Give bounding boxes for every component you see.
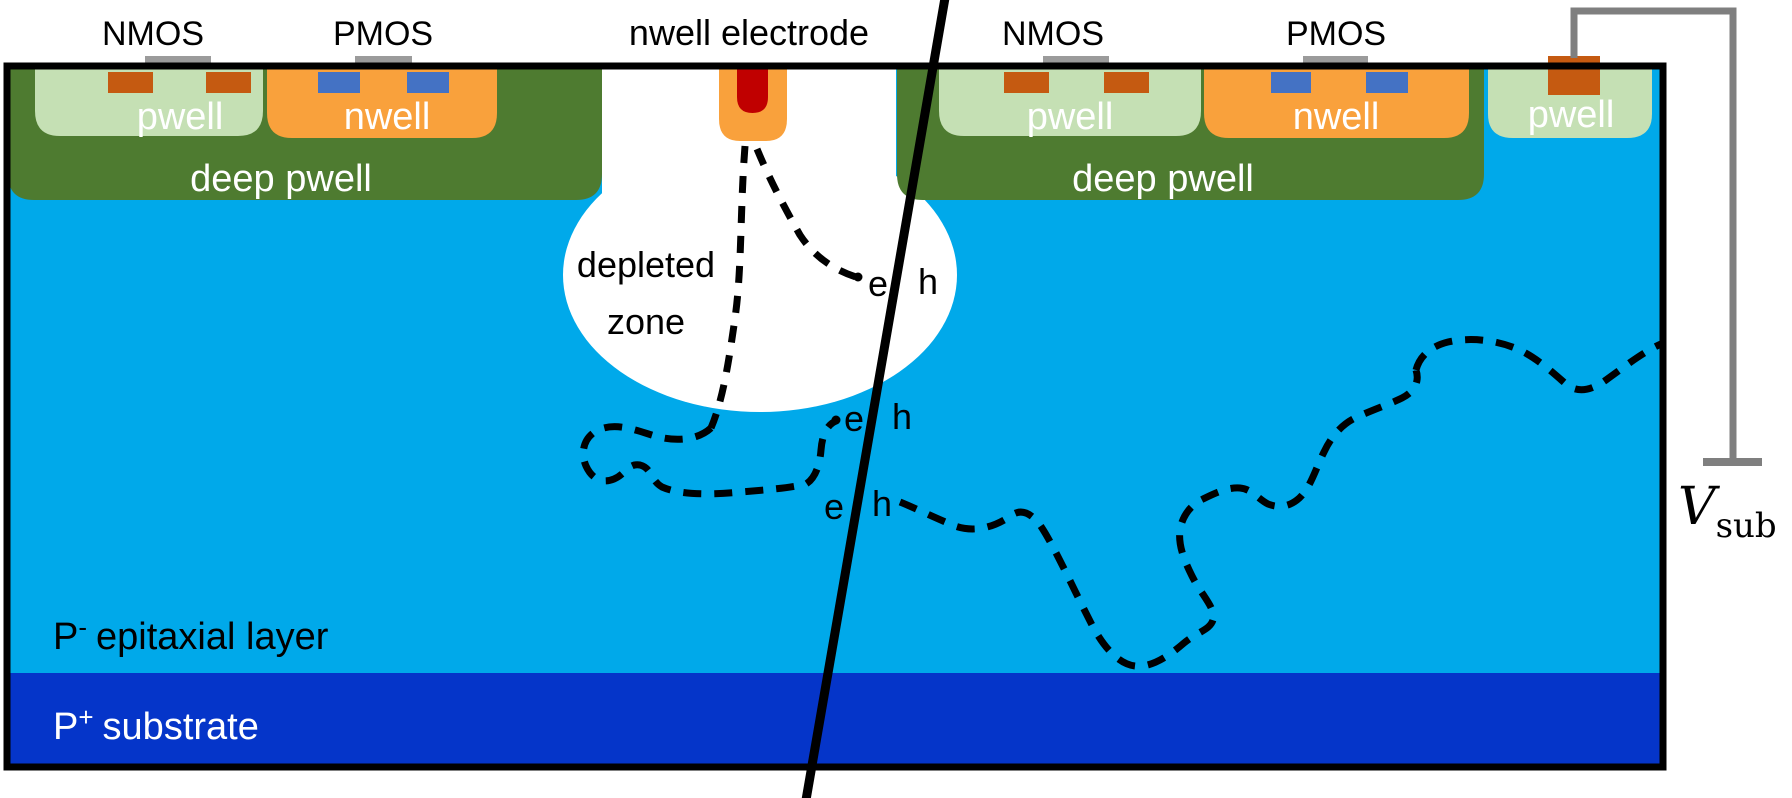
electrode-contact bbox=[737, 66, 768, 113]
pmos-gate bbox=[1303, 56, 1368, 66]
substrate-contact-implant bbox=[1548, 56, 1600, 95]
depleted-zone bbox=[563, 138, 957, 412]
pmos-label: PMOS bbox=[333, 15, 433, 53]
nmos-label: NMOS bbox=[1002, 15, 1104, 53]
hole-label: h bbox=[892, 396, 912, 437]
pmos-label: PMOS bbox=[1286, 15, 1386, 53]
hole-label: h bbox=[918, 261, 938, 302]
electron-label: e bbox=[824, 486, 844, 527]
epitaxial-rest: epitaxial layer bbox=[96, 616, 329, 658]
pmos-implant bbox=[1366, 72, 1408, 93]
pwell-label: pwell bbox=[1027, 96, 1114, 138]
vsub-subscript: sub bbox=[1716, 506, 1777, 546]
epitaxial-base: P bbox=[53, 616, 78, 658]
pwell-label: pwell bbox=[1528, 94, 1615, 136]
hole-label: h bbox=[872, 483, 892, 524]
pmos-implant bbox=[407, 72, 449, 93]
substrate-bias-wire bbox=[1570, 7, 1737, 460]
pwell-label: pwell bbox=[137, 96, 224, 138]
vsub-symbol: V bbox=[1678, 477, 1720, 537]
nwell-label: nwell bbox=[1293, 96, 1380, 138]
pmos-implant bbox=[318, 72, 360, 93]
nwell-label: nwell bbox=[344, 96, 431, 138]
particle-track bbox=[801, 0, 950, 798]
charge-dot bbox=[831, 415, 841, 425]
substrate-label: P+ substrate bbox=[53, 702, 259, 748]
hole-diffusion-path bbox=[898, 336, 1663, 670]
substrate-base: P bbox=[53, 706, 78, 748]
electron-label: e bbox=[868, 263, 888, 304]
electron-drift-path bbox=[753, 147, 858, 281]
deep-pwell-label: deep pwell bbox=[1072, 158, 1254, 200]
nmos-gate bbox=[1043, 56, 1109, 66]
nwell-electrode-label: nwell electrode bbox=[629, 12, 869, 53]
depleted-zone-label-line2: zone bbox=[607, 301, 685, 342]
nmos-implant bbox=[108, 72, 153, 93]
nmos-implant bbox=[1004, 72, 1049, 93]
epitaxial-superscript: - bbox=[78, 612, 87, 642]
nmos-label: NMOS bbox=[102, 15, 204, 53]
pwell-substrate-contact bbox=[1488, 66, 1652, 138]
electron-drift-path bbox=[707, 145, 749, 430]
nmos-implant bbox=[1104, 72, 1149, 93]
epitaxial-layer-label: P-epitaxial layer bbox=[53, 612, 329, 658]
nmos-implant bbox=[206, 72, 251, 93]
substrate-rest: substrate bbox=[103, 706, 259, 748]
device-outline bbox=[3, 62, 1667, 771]
charge-dot bbox=[853, 272, 863, 282]
depleted-zone-label-line1: depleted bbox=[577, 244, 715, 285]
substrate-layer bbox=[8, 673, 1660, 767]
nmos-gate bbox=[145, 56, 211, 66]
vsub-label: Vsub bbox=[1678, 477, 1777, 546]
pmos-implant bbox=[1271, 72, 1311, 93]
electron-label: e bbox=[844, 398, 864, 439]
hole-diffusion-loop bbox=[579, 417, 838, 498]
substrate-superscript: + bbox=[78, 702, 93, 732]
deep-pwell-label: deep pwell bbox=[190, 158, 372, 200]
pmos-gate bbox=[355, 56, 412, 66]
